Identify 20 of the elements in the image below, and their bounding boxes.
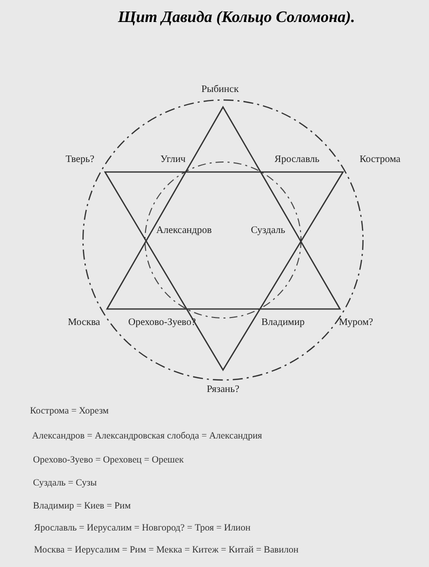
city-label: Москва: [68, 318, 100, 328]
note-text: Кострома = Хорезм: [30, 407, 109, 417]
note-text: Москва = Иерусалим = Рим = Мекка = Китеж = Китай = Вавилон: [34, 546, 298, 556]
city-label: Александров: [156, 226, 212, 236]
title: Щит Давида (Кольцо Соломона).: [116, 8, 356, 28]
city-label: Кострома: [360, 155, 400, 165]
note-text: Орехово-Зуево = Ореховец = Орешек: [33, 456, 184, 466]
note-text: Ярославль = Иерусалим = Новгород? = Троя = Илион: [34, 524, 250, 534]
city-label: Рязань?: [206, 385, 240, 395]
city-label: Суздаль: [250, 226, 286, 236]
city-label: Ярославль: [274, 155, 320, 165]
city-label: Владимир: [261, 318, 305, 328]
note-text: Владимир = Киев = Рим: [33, 502, 131, 512]
city-label: Орехово-Зуево?: [128, 318, 196, 328]
note-text: Суздаль = Сузы: [33, 479, 97, 489]
city-label: Тверь?: [66, 155, 94, 165]
note-text: Александров = Александровская слобода = Александрия: [32, 432, 262, 442]
city-label: Муром?: [338, 318, 374, 328]
city-label: Углич: [160, 155, 186, 165]
city-label: Рыбинск: [201, 85, 239, 95]
